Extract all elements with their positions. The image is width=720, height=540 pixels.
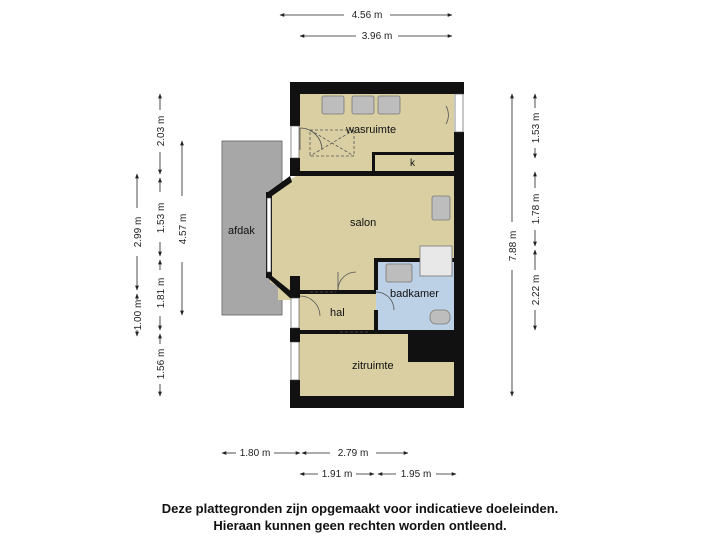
dim-left-total: 4.57 m [178, 214, 189, 245]
toilet-icon [429, 309, 451, 325]
doors [299, 105, 449, 333]
dim-left-d: 1.56 m [156, 349, 167, 380]
dim-left-a: 2.03 m [156, 116, 167, 147]
dim-right-total: 7.88 m [508, 231, 519, 262]
left-dimensions: 2.03 m 1.53 m 1.81 m 1.56 m 4.57 m 2.99 … [133, 93, 189, 397]
windows [266, 93, 464, 381]
dim-bottom-c: 1.91 m [322, 469, 353, 480]
room-label-zitruimte: zitruimte [352, 360, 394, 372]
dim-left-b: 1.53 m [156, 203, 167, 234]
dim-left-c: 1.81 m [156, 278, 167, 309]
dim-left-outer-b: 1.00 m [133, 300, 144, 331]
room-label-salon: salon [350, 217, 376, 229]
dim-right-a: 1.53 m [531, 113, 542, 144]
dim-top-outer: 4.56 m [352, 10, 383, 21]
shower-icon [419, 245, 453, 277]
dim-left-outer-a: 2.99 m [133, 217, 144, 248]
room-label-afdak: afdak [228, 225, 255, 237]
top-dimensions: 4.56 m 3.96 m [279, 10, 453, 42]
dim-right-c: 2.22 m [531, 275, 542, 306]
room-label-k: k [410, 158, 416, 169]
right-dimensions: 7.88 m 1.53 m 1.78 m 2.22 m [508, 93, 542, 397]
room-label-badkamer: badkamer [390, 288, 439, 300]
dim-top-inner: 3.96 m [362, 31, 393, 42]
washing-machine-icon [321, 95, 345, 115]
attic-hatch [309, 129, 355, 157]
disclaimer-line-1: Deze plattegronden zijn opgemaakt voor i… [161, 501, 559, 516]
dryer-icon [351, 95, 375, 115]
dim-bottom-a: 1.80 m [240, 448, 271, 459]
dim-bottom-b: 2.79 m [338, 448, 369, 459]
stove-icon [431, 195, 451, 221]
room-label-hal: hal [330, 307, 345, 319]
washbasin-icon [385, 263, 413, 283]
fixtures [309, 95, 453, 325]
dim-bottom-d: 1.95 m [401, 469, 432, 480]
sink-icon [377, 95, 401, 115]
dim-right-b: 1.78 m [531, 194, 542, 225]
disclaimer-line-2: Hieraan kunnen geen rechten worden ontle… [213, 518, 507, 533]
bottom-dimensions: 1.80 m 2.79 m 1.91 m 1.95 m [221, 448, 457, 480]
room-label-wasruimte: wasruimte [345, 124, 396, 136]
